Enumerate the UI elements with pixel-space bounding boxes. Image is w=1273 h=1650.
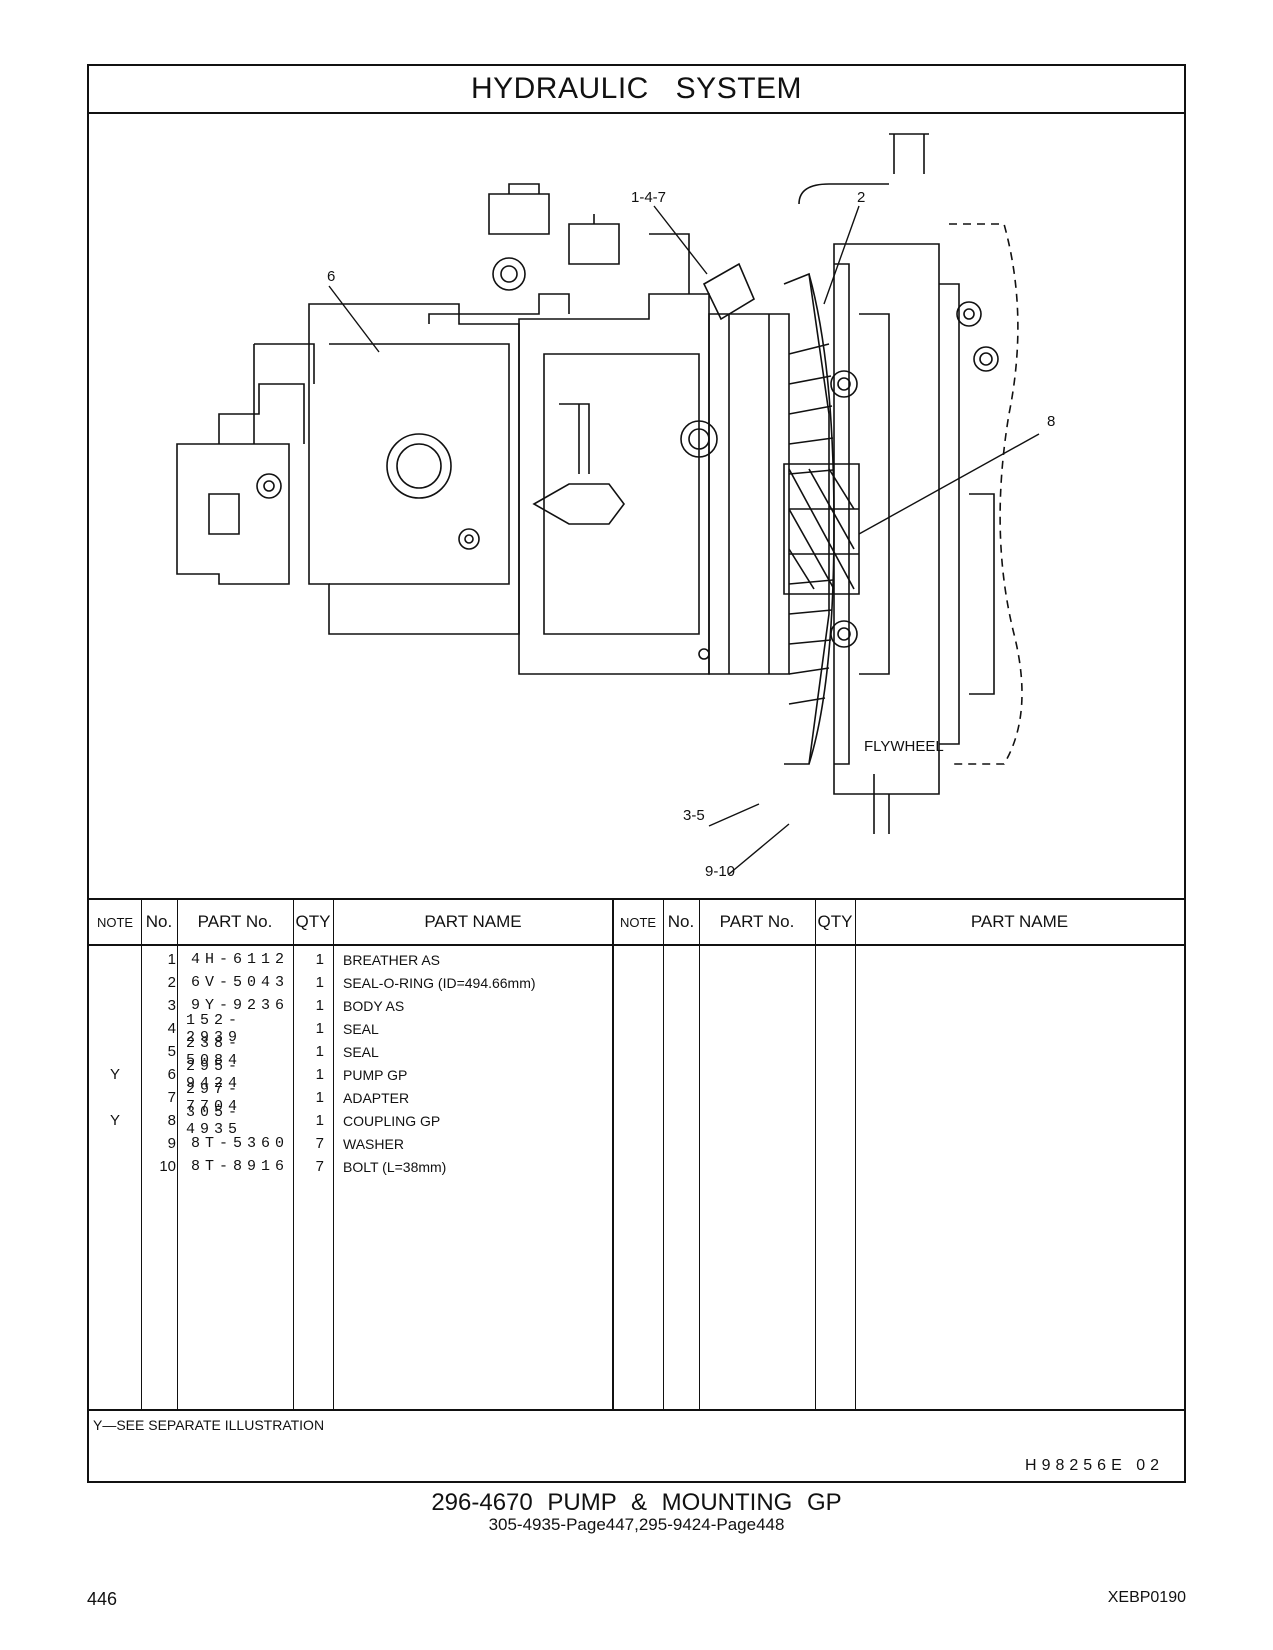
row-quantity: 1 (315, 1089, 324, 1106)
row-part-name: BREATHER AS (343, 951, 440, 968)
row-quantity: 1 (315, 1066, 324, 1083)
row-number: 4 (167, 1020, 176, 1037)
row-number: 6 (167, 1066, 176, 1083)
divider (177, 900, 178, 1411)
row-note (89, 1132, 141, 1155)
row-note (89, 971, 141, 994)
row-part-number: 6V-5043 (190, 974, 289, 991)
callout-2: 2 (857, 189, 865, 206)
row-note (89, 1040, 141, 1063)
table-row: 9 8T-5360 7 WASHER (89, 1132, 1184, 1155)
row-number: 5 (167, 1043, 176, 1060)
header-no-right: No. (667, 912, 695, 931)
row-part-name: BODY AS (343, 997, 405, 1014)
table-row: 1 4H-6112 1 BREATHER AS (89, 948, 1184, 971)
table-header: NOTE No. PART No. QTY PART NAME NOTE No.… (89, 900, 1184, 946)
group-caption: 296-4670 PUMP & MOUNTING GP (431, 1489, 842, 1516)
header-qty-left: QTY (295, 912, 331, 931)
row-note: Y (109, 1112, 120, 1129)
header-note-right: NOTE (619, 914, 657, 930)
row-note: Y (109, 1066, 120, 1083)
row-number: 10 (159, 1158, 176, 1175)
section-title: HYDRAULIC SYSTEM (89, 66, 1184, 114)
row-quantity: 1 (315, 1043, 324, 1060)
row-part-number: 9Y-9236 (190, 997, 289, 1014)
row-part-name: PUMP GP (343, 1066, 408, 1083)
row-part-name: WASHER (343, 1135, 404, 1152)
page-number: 446 (87, 1589, 118, 1609)
header-note-left: NOTE (96, 914, 134, 930)
callout-1-4-7: 1-4-7 (631, 189, 666, 206)
callout-6: 6 (327, 268, 335, 285)
row-note (89, 1017, 141, 1040)
divider (699, 900, 700, 1411)
illustration-code: H98256E 02 (1025, 1457, 1164, 1474)
row-number: 7 (167, 1089, 176, 1106)
table-row: 3 9Y-9236 1 BODY AS (89, 994, 1184, 1017)
row-note (89, 948, 141, 971)
divider (293, 900, 294, 1411)
table-row: 2 6V-5043 1 SEAL-O-RING (ID=494.66mm) (89, 971, 1184, 994)
divider (141, 900, 142, 1411)
header-partno-right: PART No. (719, 912, 795, 931)
header-no-left: No. (145, 912, 173, 931)
row-quantity: 1 (315, 974, 324, 991)
row-quantity: 1 (315, 1020, 324, 1037)
divider (855, 900, 856, 1411)
row-part-name: SEAL-O-RING (ID=494.66mm) (343, 974, 536, 991)
row-part-name: BOLT (L=38mm) (343, 1158, 447, 1175)
pump-drawing: 1-4-7 2 6 8 FLYWHEEL 3-5 9-10 (176, 133, 1055, 880)
row-note (89, 994, 141, 1017)
row-part-name: SEAL (343, 1043, 379, 1060)
row-note (89, 1086, 141, 1109)
callout-9-10: 9-10 (705, 863, 735, 880)
callout-3-5: 3-5 (683, 807, 705, 824)
row-quantity: 1 (315, 951, 324, 968)
row-part-number: 8T-8916 (190, 1158, 289, 1175)
header-partno-left: PART No. (197, 912, 273, 931)
divider (815, 900, 816, 1411)
row-quantity: 7 (315, 1158, 324, 1175)
parts-table: NOTE No. PART No. QTY PART NAME NOTE No.… (89, 898, 1184, 1411)
row-part-name: ADAPTER (343, 1089, 410, 1106)
row-quantity: 7 (315, 1135, 324, 1152)
divider (333, 900, 334, 1411)
callout-flywheel: FLYWHEEL (864, 738, 944, 755)
callout-8: 8 (1047, 413, 1055, 430)
row-number: 3 (167, 997, 176, 1014)
header-partname-right: PART NAME (970, 912, 1069, 931)
row-part-name: SEAL (343, 1020, 379, 1037)
divider (612, 900, 614, 1411)
table-row: 10 8T-8916 7 BOLT (L=38mm) (89, 1155, 1184, 1178)
divider (663, 900, 664, 1411)
row-number: 9 (167, 1135, 176, 1152)
header-qty-right: QTY (817, 912, 853, 931)
header-partname-left: PART NAME (424, 912, 522, 931)
row-part-number: 4H-6112 (190, 951, 289, 968)
row-part-number: 8T-5360 (190, 1135, 289, 1152)
footnote: Y—SEE SEPARATE ILLUSTRATION (93, 1417, 325, 1433)
group-subcaption: 305-4935-Page447,295-9424-Page448 (488, 1515, 785, 1534)
row-number: 1 (167, 951, 176, 968)
row-note (89, 1155, 141, 1178)
row-number: 8 (167, 1112, 176, 1129)
document-id: XEBP0190 (1107, 1589, 1186, 1606)
parts-page-frame: HYDRAULIC SYSTEM (87, 64, 1186, 1483)
row-quantity: 1 (315, 1112, 324, 1129)
table-footer: Y—SEE SEPARATE ILLUSTRATION H98256E 02 (89, 1409, 1184, 1485)
row-number: 2 (167, 974, 176, 991)
table-row: Y 8 305-4935 1 COUPLING GP (89, 1103, 1184, 1138)
row-part-number: 305-4935 (186, 1103, 243, 1138)
row-quantity: 1 (315, 997, 324, 1014)
exploded-illustration: 1-4-7 2 6 8 FLYWHEEL 3-5 9-10 (89, 114, 1184, 898)
section-title-text: HYDRAULIC SYSTEM (470, 72, 803, 105)
row-part-name: COUPLING GP (343, 1112, 441, 1129)
